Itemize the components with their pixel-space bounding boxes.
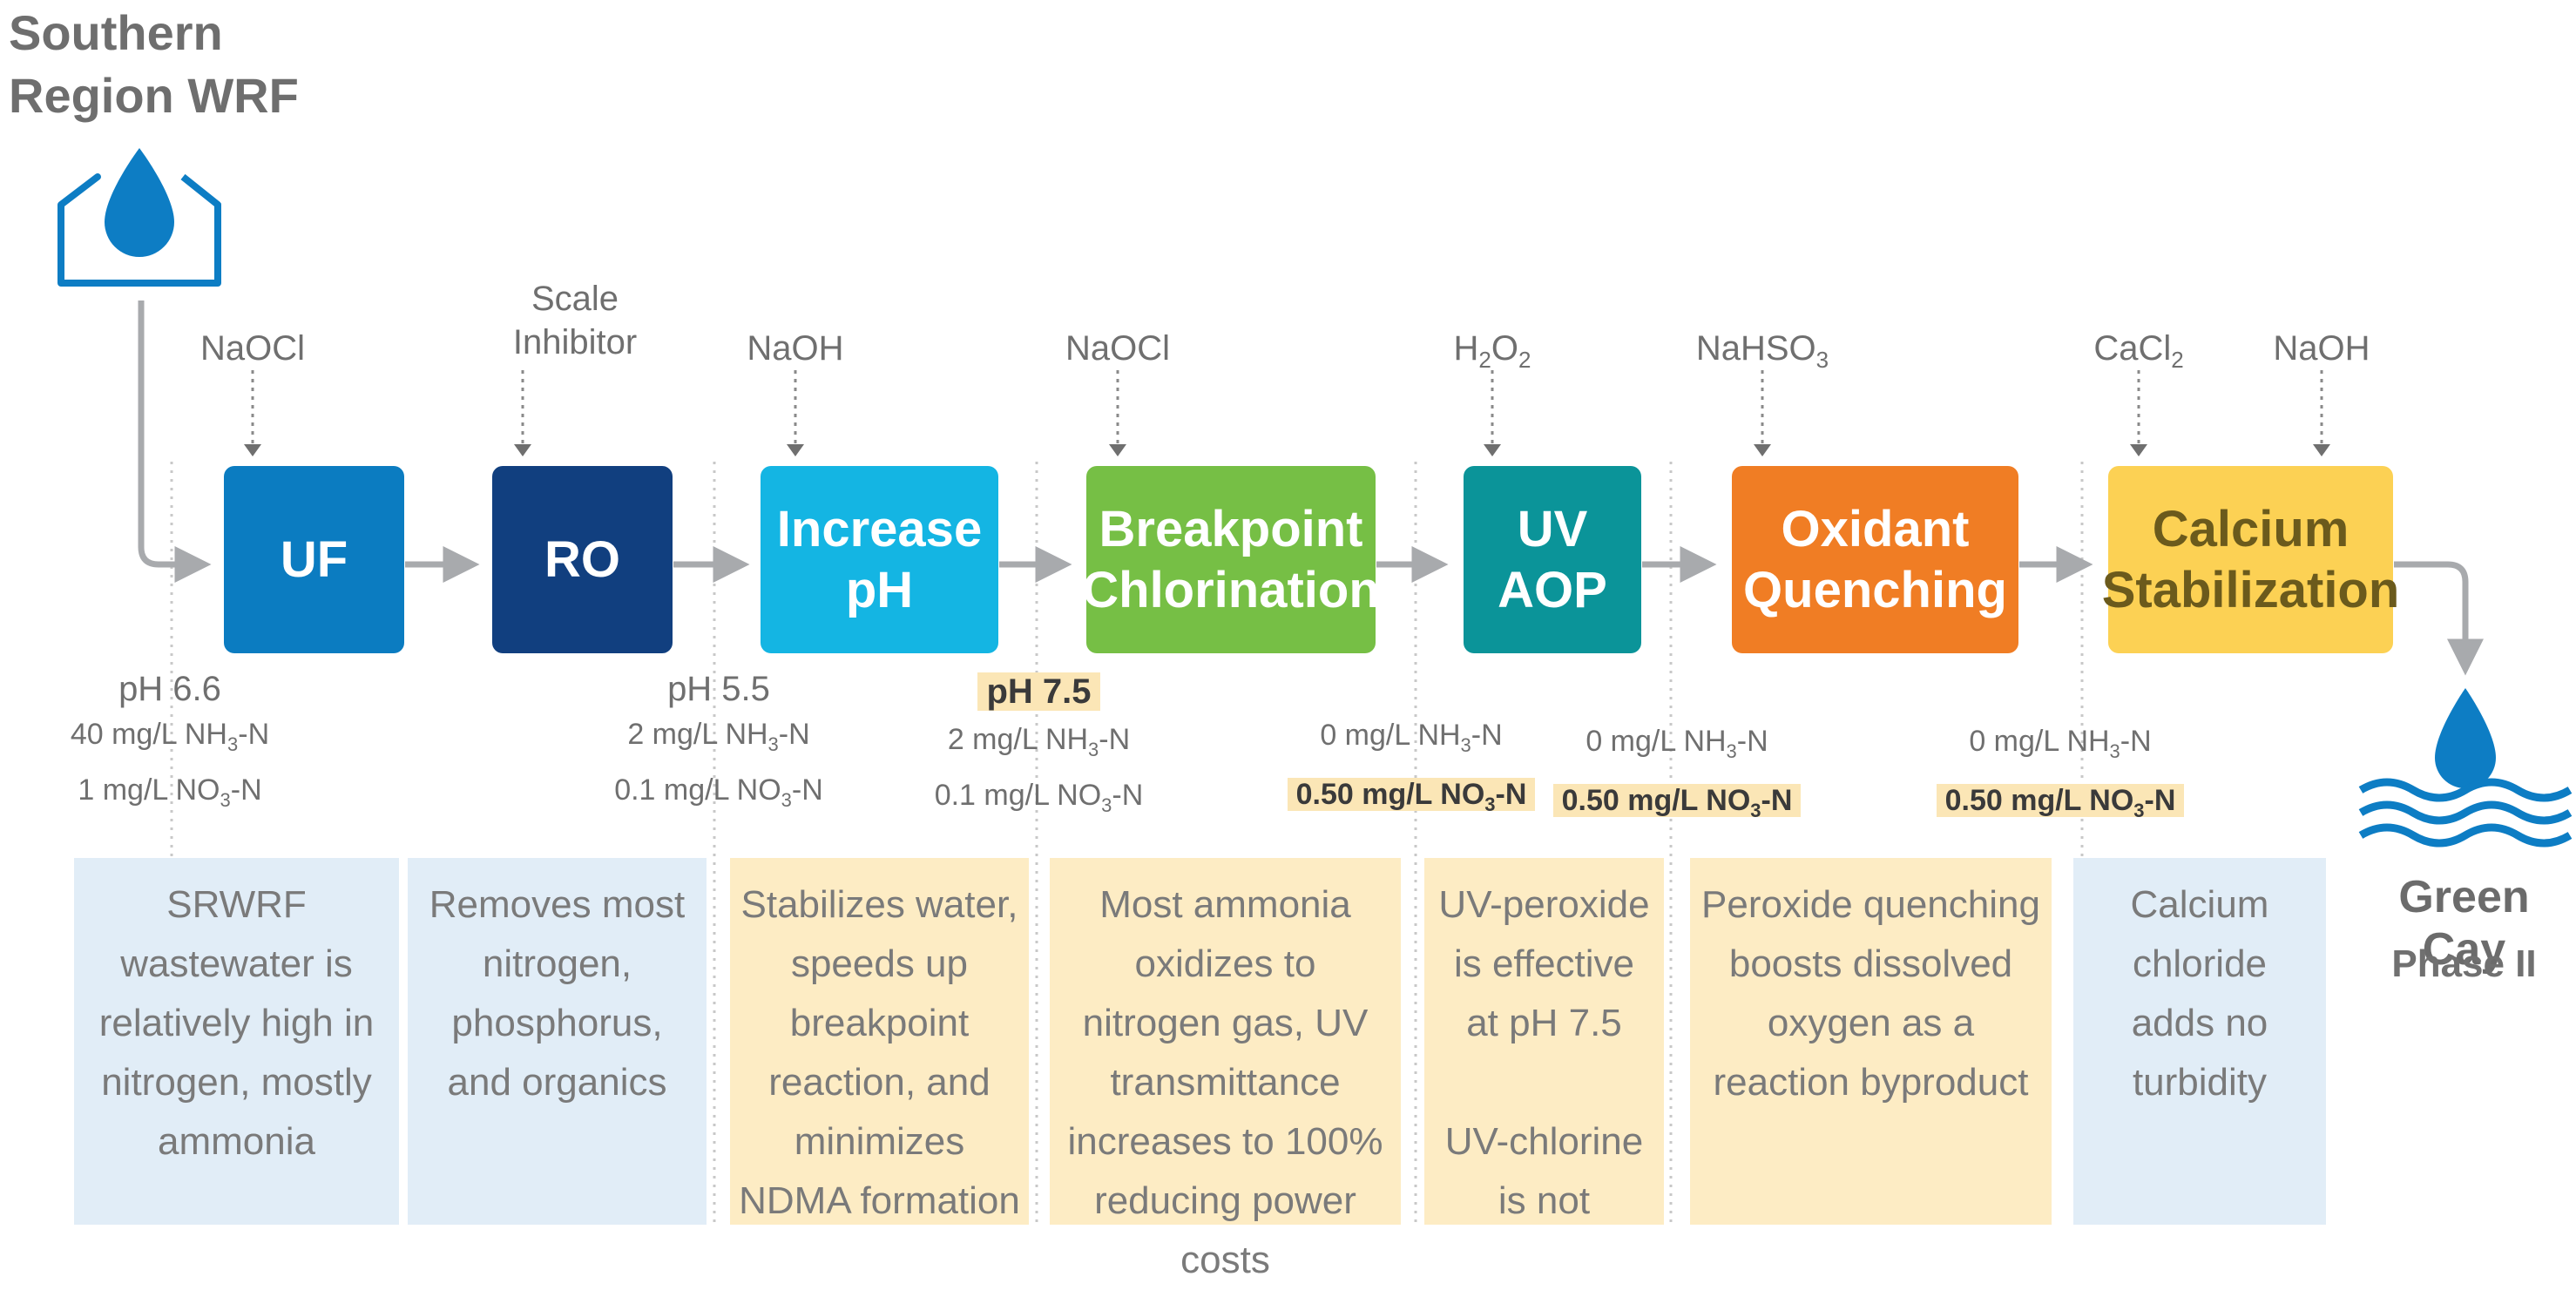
source-title: Southern Region WRF [9, 5, 299, 123]
note-breakpoint: Most ammonia oxidizes to nitrogen gas, U… [1050, 858, 1401, 1281]
conditions-after-breakpoint: 0 mg/L NH3-N 0.50 mg/L NO3-N [1281, 713, 1542, 827]
chemical-oxidant: NaHSO3 [1695, 329, 1829, 373]
water-source-icon [57, 148, 221, 287]
note-ro: Removes most nitrogen, phosphorus, and o… [408, 858, 707, 1225]
chemical-breakpoint: NaOCl [1065, 329, 1171, 368]
water-destination-icon [2358, 688, 2573, 848]
dosing-arrowheads [244, 444, 2330, 456]
chemical-calcium: CaCl2 [2093, 329, 2184, 373]
flow-arrows [138, 301, 2484, 676]
conditions-after-ro: pH 5.5 2 mg/L NH3-N 0.1 mg/L NO3-N [614, 670, 823, 811]
stage-uf: UF [224, 466, 404, 653]
note-uv: UV-peroxide is effective at pH 7.5 UV-ch… [1424, 858, 1664, 1225]
note-uf: SRWRF wastewater is relatively high in n… [74, 858, 399, 1225]
chemical-final: NaOH [2273, 329, 2370, 368]
stage-ro: RO [492, 466, 673, 653]
conditions-after-ph-adjust: pH 7.5 2 mg/L NH3-N 0.1 mg/L NO3-N [934, 672, 1144, 816]
conditions-raw: pH 6.6 40 mg/L NH3-N 1 mg/L NO3-N [70, 670, 270, 811]
note-calcium: Calcium chloride adds no turbidity [2073, 858, 2326, 1225]
conditions-after-quenching: 0 mg/L NH3-N 0.50 mg/L NO3-N [1930, 719, 2191, 834]
chemical-uv: H2O2 [1453, 329, 1531, 373]
chemical-increase-ph: NaOH [747, 329, 844, 368]
note-increase-ph: Stabilizes water, speeds up breakpoint r… [730, 858, 1029, 1225]
conditions-after-uv: 0 mg/L NH3-N 0.50 mg/L NO3-N [1546, 719, 1808, 834]
destination-subtitle: Phase II [2391, 942, 2537, 985]
chemical-uf: NaOCl [199, 329, 306, 368]
ph-highlight: pH 7.5 [977, 672, 1100, 711]
dosing-arrows [251, 370, 2323, 444]
note-oxidant: Peroxide quenching boosts dissolved oxyg… [1690, 858, 2052, 1225]
destination-title: Green Cay [2398, 872, 2530, 975]
chemical-ro: Scale Inhibitor [512, 280, 638, 361]
